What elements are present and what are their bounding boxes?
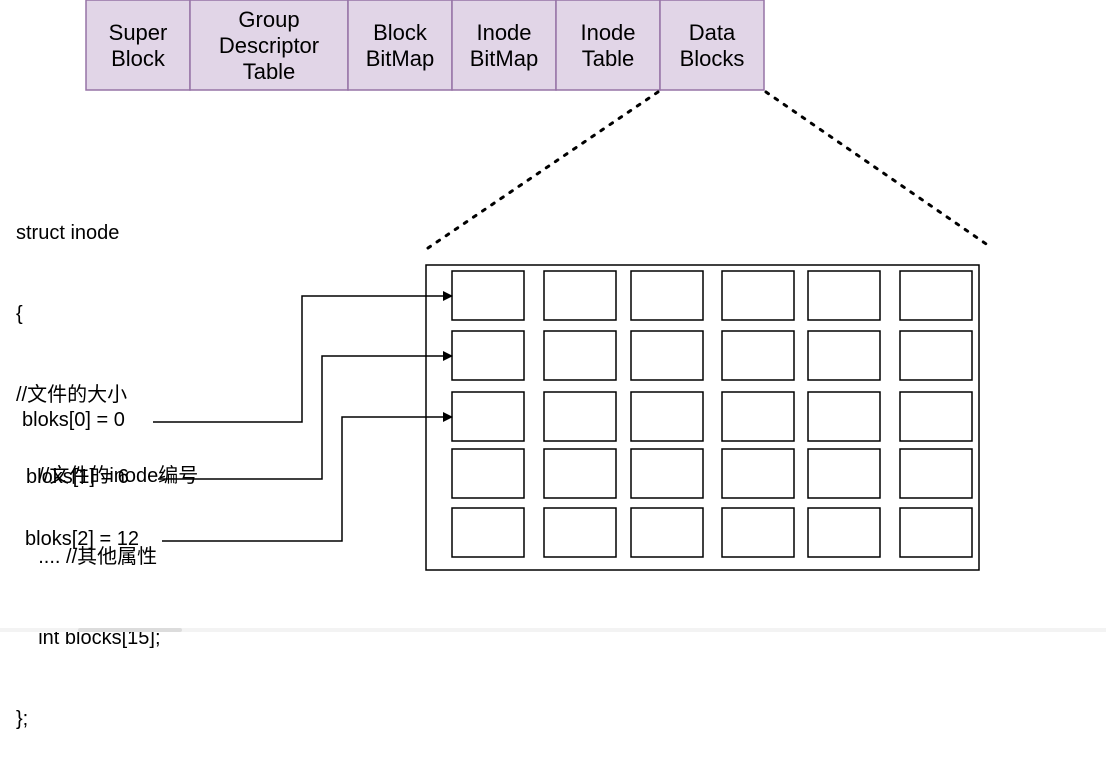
code-line: .... //其他属性 <box>16 546 158 568</box>
data-block-cell <box>451 330 525 381</box>
data-block-cell <box>721 448 795 499</box>
data-block-cell <box>807 330 881 381</box>
data-block-cell <box>807 507 881 558</box>
data-block-cell <box>630 270 704 321</box>
segment-label: BitMap <box>470 46 538 71</box>
data-block-cell <box>899 391 973 442</box>
data-block-cell <box>543 507 617 558</box>
data-block-cell <box>899 270 973 321</box>
pointer-arrow <box>158 351 453 480</box>
data-block-cell <box>630 507 704 558</box>
segment-rect <box>85 0 191 91</box>
code-line: //文件的inode编号 <box>16 465 199 487</box>
pointer-arrow <box>153 291 453 423</box>
pointer-label-blocks-0: bloks[0] = 0 <box>22 409 125 431</box>
zoom-line-right <box>764 90 994 250</box>
data-block-cell <box>543 391 617 442</box>
segment-label: Data <box>689 20 736 45</box>
segment-rect <box>347 0 453 91</box>
data-block-cell <box>630 330 704 381</box>
data-block-cell <box>451 270 525 321</box>
segment-label: BitMap <box>366 46 434 71</box>
data-block-cell <box>721 507 795 558</box>
code-line: }; <box>16 708 29 730</box>
segment-rect <box>659 0 765 91</box>
scrollbar-thumb[interactable] <box>78 628 182 632</box>
segment-label: Blocks <box>680 46 745 71</box>
segment-label: Table <box>582 46 635 71</box>
ext2-block-group-diagram: SuperBlockGroupDescriptorTableBlockBitMa… <box>85 0 994 571</box>
data-block-cell <box>451 448 525 499</box>
data-block-cell <box>451 507 525 558</box>
code-line: { <box>16 303 23 325</box>
pointer-arrows <box>153 291 453 542</box>
data-block-cell <box>899 507 973 558</box>
segment-rect <box>451 0 557 91</box>
data-block-cell <box>543 448 617 499</box>
segment-label: Super <box>109 20 168 45</box>
data-blocks-zoom-lines <box>426 90 994 250</box>
segment-label: Descriptor <box>219 33 319 58</box>
data-block-cell <box>721 391 795 442</box>
data-block-cell <box>807 448 881 499</box>
pointer-arrow <box>162 412 453 542</box>
code-line: //文件的大小 <box>16 384 128 406</box>
zoom-line-left <box>426 90 660 250</box>
code-line: struct inode <box>16 222 120 244</box>
data-block-cell <box>899 448 973 499</box>
segment-rect <box>555 0 661 91</box>
segment-label: Group <box>238 7 299 32</box>
data-block-cell <box>543 330 617 381</box>
horizontal-scrollbar[interactable] <box>0 628 1106 632</box>
segment-label: Inode <box>580 20 635 45</box>
segment-label: Inode <box>476 20 531 45</box>
data-block-cell <box>807 391 881 442</box>
data-block-cell <box>807 270 881 321</box>
pointer-label-blocks-2: bloks[2] = 12 <box>25 528 139 550</box>
data-block-cell <box>899 330 973 381</box>
pointer-label-blocks-1: bloks[1] = 6 <box>26 466 129 488</box>
data-blocks-grid <box>425 264 980 571</box>
data-block-cell <box>721 330 795 381</box>
segment-label: Block <box>111 46 166 71</box>
segment-label: Block <box>373 20 428 45</box>
segment-label: Table <box>243 59 296 84</box>
inode-struct-code: struct inode { //文件的大小 //文件的inode编号 ....… <box>16 166 198 760</box>
data-block-cell <box>630 391 704 442</box>
data-block-cell <box>451 391 525 442</box>
block-group-segments: SuperBlockGroupDescriptorTableBlockBitMa… <box>85 0 765 91</box>
data-block-cell <box>543 270 617 321</box>
data-block-cell <box>721 270 795 321</box>
data-block-cell <box>630 448 704 499</box>
